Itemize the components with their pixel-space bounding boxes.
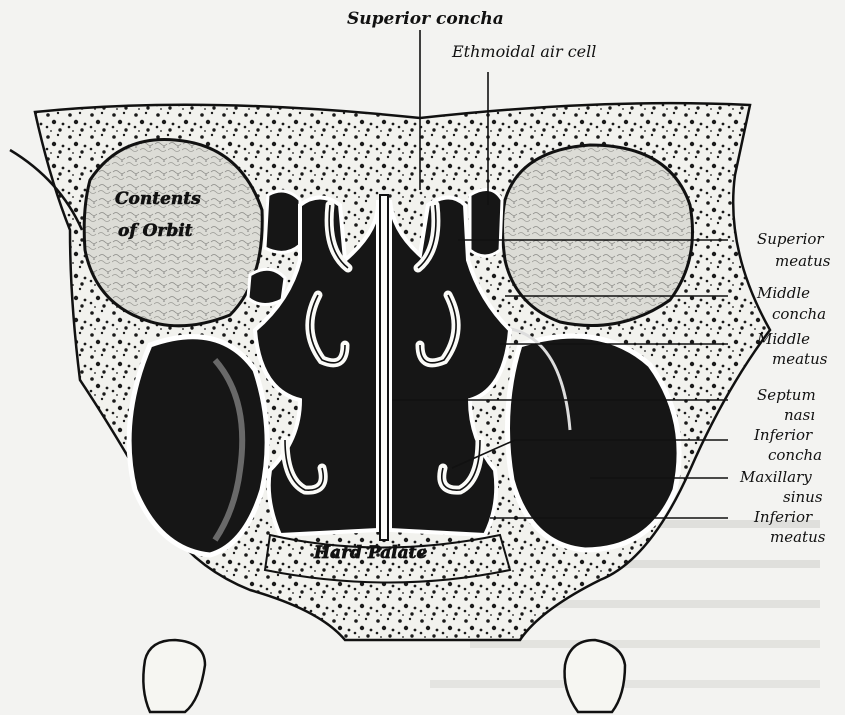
left-tooth	[143, 640, 205, 712]
label-hard-palate: Hard Palate	[313, 543, 428, 563]
septum-nasi	[380, 195, 388, 540]
ethmoidal-cell-left-upper	[265, 191, 300, 252]
ethmoidal-cell-right	[470, 190, 502, 256]
label-inferior-meatus-1: Inferior	[753, 508, 813, 526]
label-superior-meatus-2: meatus	[775, 252, 831, 270]
left-maxillary-sinus	[129, 337, 267, 555]
ethmoidal-cell-left-lower	[248, 269, 285, 304]
label-contents-of-orbit-1: Contents	[115, 189, 201, 209]
label-middle-concha-2: concha	[772, 305, 826, 323]
label-inferior-concha-1: Inferior	[753, 426, 813, 444]
label-middle-meatus-1: Middle	[756, 330, 810, 348]
label-maxillary-sinus-1: Maxillary	[739, 468, 812, 486]
label-ethmoidal-air-cell: Ethmoidal air cell	[451, 42, 596, 61]
label-superior-meatus-1: Superior	[757, 230, 824, 248]
right-tooth	[565, 640, 625, 712]
label-inferior-concha-2: concha	[768, 446, 822, 464]
label-middle-meatus-2: meatus	[772, 350, 828, 368]
label-septum-nasi-1: Septum	[757, 386, 816, 404]
label-middle-concha-1: Middle	[756, 284, 810, 302]
label-contents-of-orbit-2: of Orbit	[118, 221, 193, 241]
label-superior-concha: Superior concha	[347, 9, 504, 29]
right-orbit	[503, 145, 693, 326]
label-maxillary-sinus-2: sinus	[783, 488, 823, 506]
label-inferior-meatus-2: meatus	[770, 528, 826, 546]
label-septum-nasi-2: nası	[784, 406, 815, 424]
